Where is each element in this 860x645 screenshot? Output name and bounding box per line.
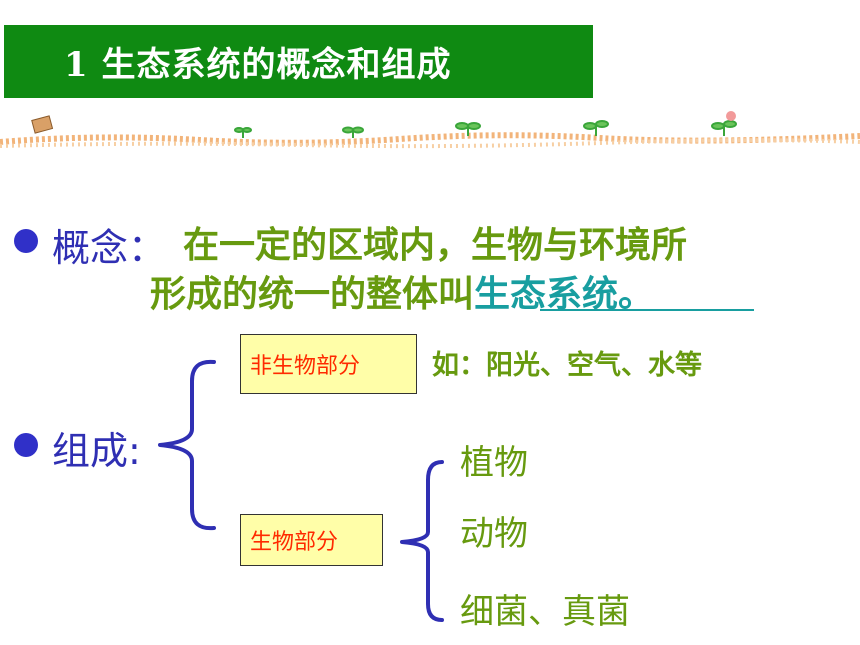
concept-definition-line2: 形成的统一的整体叫生态系统。 bbox=[150, 265, 654, 317]
abiotic-label: 非生物部分 bbox=[250, 354, 361, 379]
concept-definition-line1: 在一定的区域内，生物与环境所 bbox=[183, 225, 688, 266]
ecosystem-term-underline bbox=[540, 309, 754, 311]
biotic-item-plants: 植物 bbox=[460, 443, 528, 483]
biotic-box: 生物部分 bbox=[240, 514, 383, 566]
abiotic-examples: 如：阳光、空气、水等 bbox=[432, 350, 702, 381]
concept-bullet bbox=[14, 229, 38, 253]
biotic-brace bbox=[400, 460, 444, 622]
biotic-item-animals: 动物 bbox=[460, 514, 528, 554]
composition-brace bbox=[158, 359, 216, 531]
ecosystem-term: 生态系统。 bbox=[474, 274, 655, 315]
concept-definition-prefix: 形成的统一的整体叫 bbox=[150, 274, 475, 315]
slide-title: 1 生态系统的概念和组成 bbox=[64, 45, 452, 85]
composition-label: 组成: bbox=[52, 429, 141, 473]
slide-title-bar: 1 生态系统的概念和组成 bbox=[4, 25, 593, 98]
decorative-grass-strip bbox=[0, 111, 860, 149]
biotic-label: 生物部分 bbox=[250, 530, 339, 555]
biotic-item-microbes: 细菌、真菌 bbox=[460, 592, 630, 632]
abiotic-box: 非生物部分 bbox=[240, 334, 417, 394]
composition-bullet bbox=[14, 433, 38, 457]
concept-label: 概念： bbox=[52, 226, 167, 270]
